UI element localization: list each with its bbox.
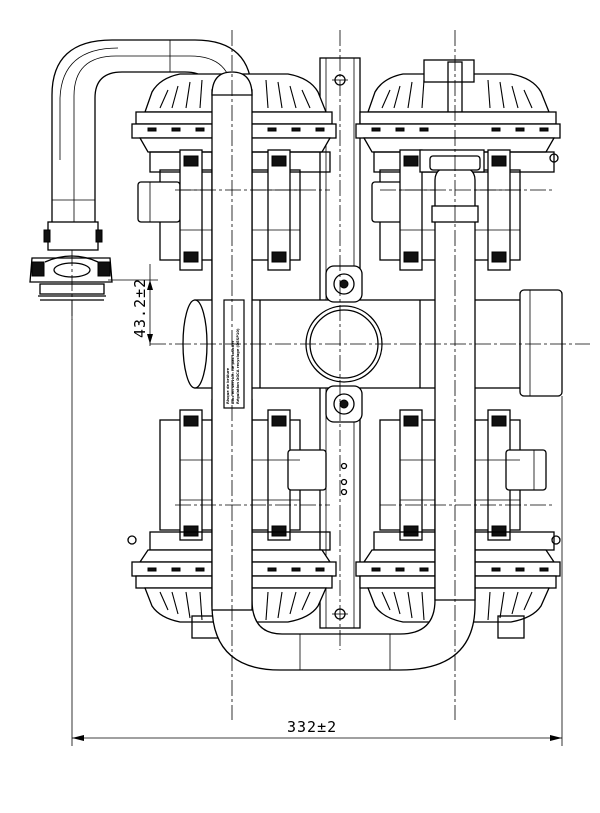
inlet-offset-dimension: 43.2±2	[131, 278, 149, 338]
valve-block-lower-right	[379, 409, 547, 541]
valve-block-lower-left	[159, 409, 327, 541]
center-lines	[71, 30, 590, 720]
valve-block-upper-left	[137, 149, 301, 271]
diaphragm-housing-upper-right	[355, 59, 561, 173]
dimension-lines	[71, 264, 563, 746]
inlet-clamp-fitting	[29, 221, 113, 301]
warning-label-line-3: Risque de brûlure	[226, 367, 230, 404]
indicator-holes	[340, 462, 348, 496]
valve-block-upper-right	[371, 149, 521, 271]
warning-label-line-2: Bloc en service: ne pas toucher	[231, 340, 235, 404]
warning-label: Régulation DGCA recyclage (DESP10) Bloc …	[223, 299, 245, 409]
warning-label-line-1: Régulation DGCA recyclage (DESP10)	[236, 328, 240, 404]
overall-width-dimension: 332±2	[287, 718, 337, 736]
